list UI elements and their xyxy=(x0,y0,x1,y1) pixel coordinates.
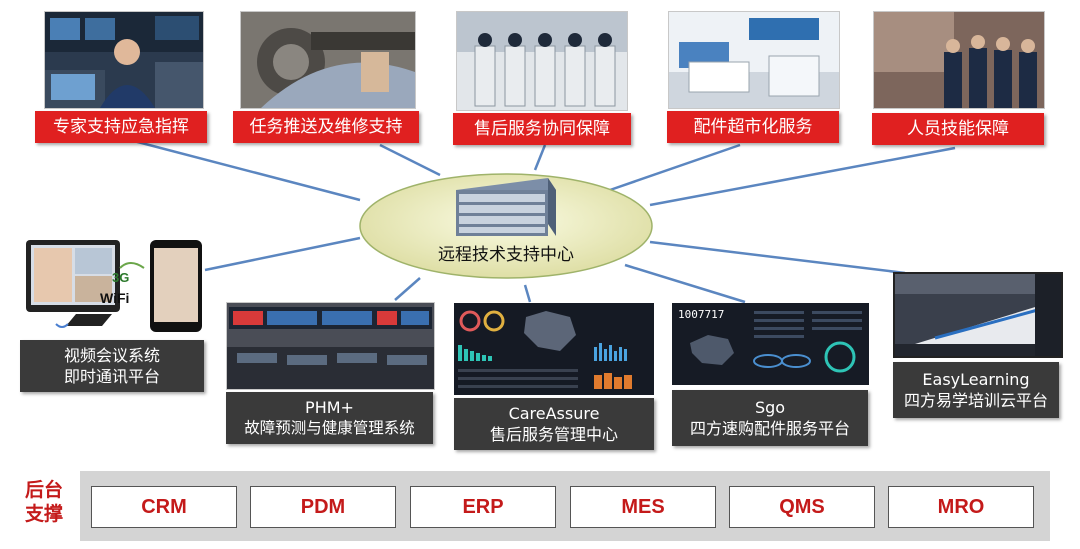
system-qms: QMS xyxy=(729,486,875,528)
connector-line xyxy=(379,143,441,177)
system-erp: ERP xyxy=(410,486,556,528)
label-service-cooperation: 售后服务协同保障 xyxy=(453,113,631,145)
photo-expert-command xyxy=(44,11,204,109)
system-mro: MRO xyxy=(888,486,1034,528)
server-icon xyxy=(456,178,556,236)
photo-maintenance xyxy=(240,11,416,109)
system-mes: MES xyxy=(570,486,716,528)
photo-skills xyxy=(873,11,1045,109)
photo-service-team xyxy=(456,11,628,111)
backend-label: 后台 支撑 xyxy=(18,478,70,526)
careassure-line2: 售后服务管理中心 xyxy=(489,425,618,444)
connector-line xyxy=(609,143,741,192)
sgo-line2: 四方速购配件服务平台 xyxy=(689,419,850,438)
sgo-line1: Sgo xyxy=(754,398,786,417)
box-sgo: Sgo 四方速购配件服务平台 xyxy=(672,390,868,446)
system-pdm: PDM xyxy=(250,486,396,528)
center-hub: 远程技术支持中心 xyxy=(358,168,654,280)
screenshot-careassure xyxy=(454,303,654,395)
hub-label: 远程技术支持中心 xyxy=(438,245,574,265)
label-parts-service: 配件超市化服务 xyxy=(667,111,839,143)
box-phm: PHM+ 故障预测与健康管理系统 xyxy=(226,392,433,444)
connector-line xyxy=(204,236,361,272)
video-conference-line1: 视频会议系统 xyxy=(63,346,160,365)
connector-line xyxy=(394,277,421,301)
box-careassure: CareAssure 售后服务管理中心 xyxy=(454,398,654,450)
screenshot-sgo: 1007717 xyxy=(672,303,869,385)
screenshot-phm xyxy=(226,302,435,390)
video-conference-line2: 即时通讯平台 xyxy=(63,367,160,386)
box-video-conference: 视频会议系统 即时通讯平台 xyxy=(20,340,204,392)
backend-label-line1: 后台 xyxy=(24,479,63,501)
connector-line xyxy=(129,138,361,202)
connector-line xyxy=(523,284,532,303)
phm-line1: PHM+ xyxy=(305,398,354,417)
video-conference-devices: 3G WiFi xyxy=(20,238,210,334)
easylearning-line1: EasyLearning xyxy=(922,370,1030,389)
g3-text: 3G xyxy=(112,270,130,285)
label-expert-command: 专家支持应急指挥 xyxy=(35,111,207,143)
wifi-text: WiFi xyxy=(100,290,130,306)
easylearning-line2: 四方易学培训云平台 xyxy=(903,391,1048,410)
screenshot-easylearning xyxy=(893,272,1063,358)
photo-parts-service xyxy=(668,11,840,109)
careassure-line1: CareAssure xyxy=(508,404,600,423)
label-skills: 人员技能保障 xyxy=(872,113,1044,145)
box-easylearning: EasyLearning 四方易学培训云平台 xyxy=(893,362,1059,418)
label-task-push: 任务推送及维修支持 xyxy=(233,111,419,143)
connector-line xyxy=(624,263,746,304)
phm-line2: 故障预测与健康管理系统 xyxy=(244,419,415,437)
system-crm: CRM xyxy=(91,486,237,528)
connector-line xyxy=(533,144,547,171)
backend-label-line2: 支撑 xyxy=(24,503,63,525)
connector-line xyxy=(649,240,906,275)
sgo-screen-number: 1007717 xyxy=(678,308,725,321)
connector-line xyxy=(649,146,956,207)
